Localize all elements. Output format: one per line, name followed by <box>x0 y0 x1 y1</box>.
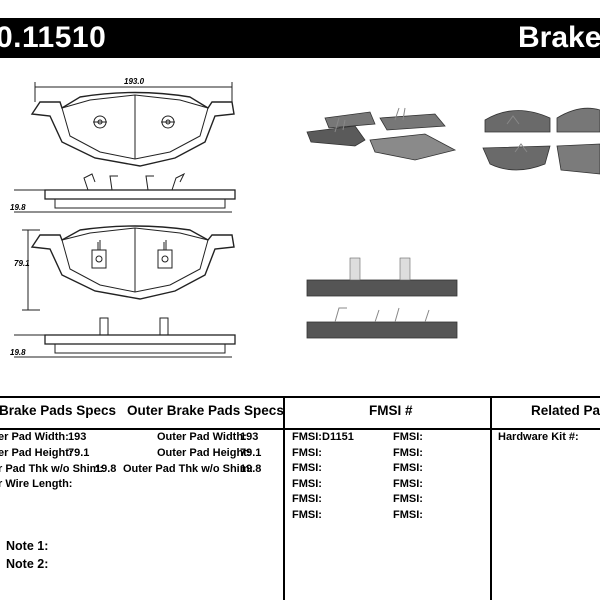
inner-spec-label: er Pad Width: <box>0 431 69 443</box>
inner-spec-value: 193 <box>68 431 87 443</box>
spec-table-header-band <box>0 396 600 430</box>
outer-spec-label: Outer Pad Height: <box>157 447 251 459</box>
pad-technical-drawing: 193.0 19.8 79.1 19.8 <box>10 77 236 358</box>
outer-spec-value: 79.1 <box>240 447 262 459</box>
title-bar: 0.11510 Brake P <box>0 18 600 58</box>
inner-spec-value: 19.8 <box>95 463 117 475</box>
hardware-kit-label: Hardware Kit #: <box>498 431 579 443</box>
fmsi-label: FMSI: <box>292 431 322 443</box>
fmsi-label: FMSI: <box>393 477 423 490</box>
fmsi-label: FMSI: <box>292 462 322 474</box>
pad-product-photos <box>306 107 600 339</box>
product-title: Brake P <box>518 21 600 54</box>
outer-spec-label: Outer Pad Width: <box>157 431 247 443</box>
fmsi-value: D1151 <box>322 431 354 443</box>
column-divider-1 <box>283 396 285 600</box>
related-parts-heading: Related Par <box>531 403 600 418</box>
height-dimension: 79.1 <box>14 259 30 268</box>
width-dimension: 193.0 <box>124 77 145 86</box>
fmsi-label: FMSI: <box>292 477 322 490</box>
fmsi-label: FMSI: <box>393 431 423 443</box>
outer-spec-value: 193 <box>240 431 259 443</box>
fmsi-label: FMSI: <box>393 493 423 505</box>
outer-spec-value: 19.8 <box>240 463 262 475</box>
fmsi-label: FMSI: <box>292 493 322 505</box>
inner-spec-label: r Pad Thk w/o Shim: <box>0 463 104 475</box>
inner-spec-value: 79.1 <box>68 447 90 459</box>
fmsi-heading: FMSI # <box>369 403 413 418</box>
fmsi-label: FMSI: <box>393 508 423 521</box>
inner-spec-label: er Pad Height: <box>0 447 73 459</box>
fmsi-label: FMSI: <box>393 446 423 459</box>
fmsi-label: FMSI: <box>292 446 322 459</box>
thickness-dimension-2: 19.8 <box>10 348 26 357</box>
outer-specs-heading: Outer Brake Pads Specs <box>127 403 284 418</box>
fmsi-label: FMSI: <box>393 462 423 474</box>
note-2-label: Note 2: <box>6 557 49 571</box>
part-number: 0.11510 <box>0 21 107 54</box>
thickness-dimension-1: 19.8 <box>10 203 26 212</box>
inner-spec-label: r Wire Length: <box>0 478 73 490</box>
fmsi-label: FMSI: <box>292 508 322 521</box>
note-1-label: Note 1: <box>6 539 49 553</box>
inner-specs-heading: Brake Pads Specs <box>0 403 117 418</box>
outer-spec-label: Outer Pad Thk w/o Shim: <box>123 463 254 475</box>
column-divider-2 <box>490 396 492 600</box>
